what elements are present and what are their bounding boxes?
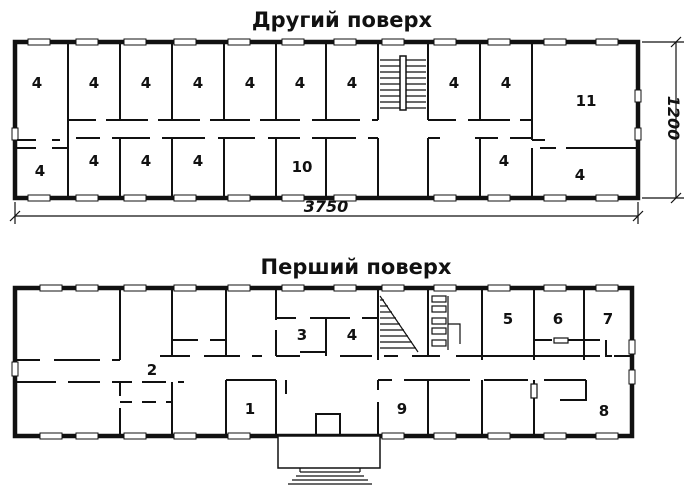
room-label: 4	[89, 74, 99, 92]
lower-floor-title: Перший поверх	[261, 255, 452, 279]
room-label: 4	[193, 152, 203, 170]
room-label: 4	[295, 74, 305, 92]
room-label: 4	[575, 166, 585, 184]
room-label: 10	[292, 158, 313, 176]
lower-staircase	[379, 295, 419, 353]
room-label: 4	[89, 152, 99, 170]
room-label: 11	[576, 92, 597, 110]
room-label: 9	[397, 400, 407, 418]
room-label: 4	[347, 74, 357, 92]
room-label: 4	[347, 326, 357, 344]
room-label: 7	[603, 310, 613, 328]
length-dimension: 3750	[9, 197, 644, 224]
sanitary-fixtures	[431, 295, 461, 350]
width-dimension-label: 1200	[664, 96, 683, 141]
room-label: 4	[501, 74, 511, 92]
room-label: 8	[599, 402, 609, 420]
room-label: 4	[141, 74, 151, 92]
upper-floor-plan: 4 4 4 4 4 4 4 4 4 11 4 4 4 4 10 4 4	[11, 38, 642, 202]
lower-floor-plan: 2 3 4 5 6 7 1 9 8	[11, 284, 636, 485]
room-label: 5	[503, 310, 513, 328]
width-dimension: 1200	[642, 36, 684, 204]
length-dimension-label: 3750	[304, 197, 349, 216]
upper-windows	[11, 38, 642, 202]
upper-outer-wall	[12, 39, 641, 201]
room-label: 4	[193, 74, 203, 92]
upper-floor-title: Другий поверх	[252, 8, 433, 32]
lower-windows	[11, 284, 636, 440]
room-label: 3	[297, 326, 307, 344]
room-label: 2	[147, 361, 157, 379]
room-label: 4	[141, 152, 151, 170]
upper-staircase	[380, 55, 426, 111]
room-label: 1	[245, 400, 255, 418]
room-label: 4	[449, 74, 459, 92]
room-label: 4	[499, 152, 509, 170]
room-label: 4	[32, 74, 42, 92]
room-label: 4	[35, 162, 45, 180]
room-label: 4	[245, 74, 255, 92]
room-label: 6	[553, 310, 563, 328]
entrance-porch	[277, 413, 381, 485]
